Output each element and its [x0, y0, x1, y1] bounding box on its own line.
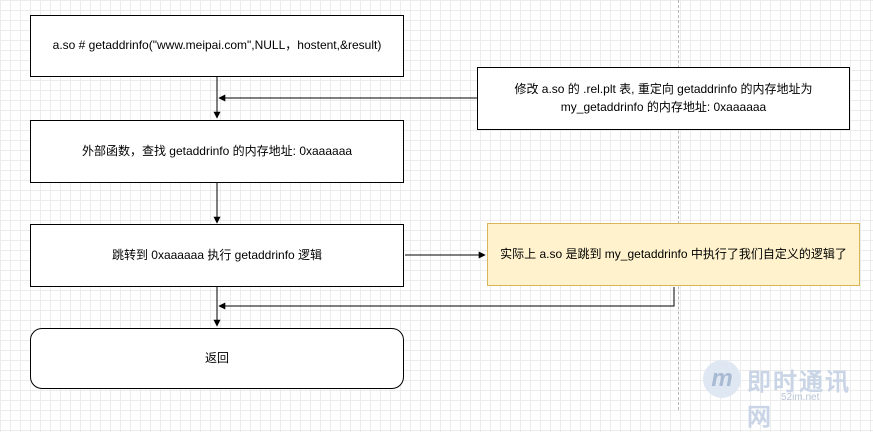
page-boundary-dashed-line [678, 0, 679, 410]
note-rel-plt-redirect-line-2: my_getaddrinfo 的内存地址: 0xaaaaaa [560, 99, 767, 114]
watermark: m 即时通讯网 52im.net [703, 360, 873, 431]
edge-actual-note-back-to-main-line [218, 287, 675, 310]
node-jump-execute: 跳转到 0xaaaaaa 执行 getaddrinfo 逻辑 [30, 224, 404, 287]
node-getaddrinfo-call-label: a.so # getaddrinfo("www.meipai.com",NULL… [52, 38, 382, 53]
note-rel-plt-redirect-line-1: 修改 a.so 的 .rel.plt 表, 重定向 getaddrinfo 的内… [514, 82, 813, 97]
connector-layer [213, 77, 675, 327]
note-rel-plt-redirect-text: 修改 a.so 的 .rel.plt 表, 重定向 getaddrinfo 的内… [514, 81, 812, 116]
note-actual-jump-custom-logic: 实际上 a.so 是跳到 my_getaddrinfo 中执行了我们自定义的逻辑… [487, 223, 860, 286]
node-return: 返回 [30, 328, 404, 389]
note-rel-plt-redirect: 修改 a.so 的 .rel.plt 表, 重定向 getaddrinfo 的内… [477, 67, 850, 130]
note-actual-jump-custom-logic-label: 实际上 a.so 是跳到 my_getaddrinfo 中执行了我们自定义的逻辑… [500, 246, 847, 261]
node-external-function-lookup: 外部函数，查找 getaddrinfo 的内存地址: 0xaaaaaa [30, 120, 404, 183]
watermark-logo-icon: m [703, 360, 741, 398]
node-external-function-lookup-label: 外部函数，查找 getaddrinfo 的内存地址: 0xaaaaaa [81, 143, 353, 158]
node-getaddrinfo-call: a.so # getaddrinfo("www.meipai.com",NULL… [30, 15, 404, 77]
node-jump-execute-label: 跳转到 0xaaaaaa 执行 getaddrinfo 逻辑 [111, 247, 323, 262]
node-return-label: 返回 [204, 350, 229, 365]
watermark-url: 52im.net [781, 392, 820, 403]
